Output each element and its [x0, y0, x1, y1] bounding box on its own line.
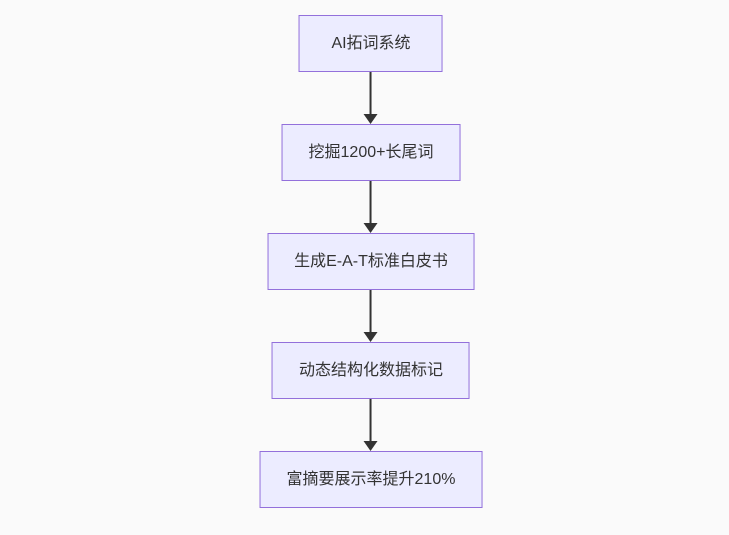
flowchart: AI拓词系统 挖掘1200+长尾词 生成E-A-T标准白皮书 动态结构化数据标记	[259, 15, 483, 508]
flow-node-label: AI拓词系统	[331, 34, 411, 52]
flow-node-rich-snippet-result: 富摘要展示率提升210%	[259, 451, 483, 508]
flow-node-structured-data-markup: 动态结构化数据标记	[271, 342, 470, 399]
flow-node-eat-whitepaper: 生成E-A-T标准白皮书	[267, 233, 475, 290]
arrow-line	[370, 290, 372, 332]
arrow-line	[370, 181, 372, 223]
arrow-down-icon	[364, 290, 378, 342]
flow-node-label: 生成E-A-T标准白皮书	[294, 252, 448, 270]
arrow-line	[370, 399, 372, 441]
arrow-head-icon	[364, 332, 378, 342]
arrow-line	[370, 72, 372, 114]
arrow-down-icon	[364, 181, 378, 233]
arrow-head-icon	[364, 441, 378, 451]
flow-node-label: 动态结构化数据标记	[298, 361, 443, 379]
arrow-down-icon	[364, 399, 378, 451]
flow-node-ai-word-expansion: AI拓词系统	[299, 15, 443, 72]
flow-node-longtail-mining: 挖掘1200+长尾词	[281, 124, 461, 181]
flow-node-label: 挖掘1200+长尾词	[308, 143, 434, 161]
arrow-down-icon	[364, 72, 378, 124]
arrow-head-icon	[364, 114, 378, 124]
flow-node-label: 富摘要展示率提升210%	[286, 470, 456, 488]
arrow-head-icon	[364, 223, 378, 233]
